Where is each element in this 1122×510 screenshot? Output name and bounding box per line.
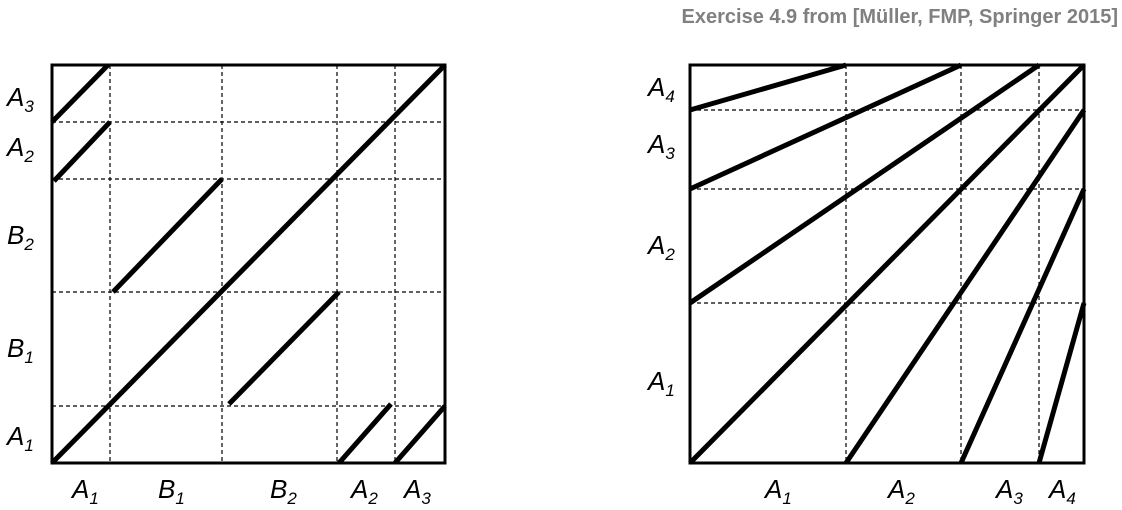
left-x-label-b1: B1 xyxy=(158,474,185,508)
right-y-label-a3: A3 xyxy=(646,129,675,163)
left-y-label-b1: B1 xyxy=(7,333,34,367)
right-y-label-a2: A2 xyxy=(646,230,675,264)
left-x-labels: A1 B1 B2 A2 A3 xyxy=(70,474,431,508)
right-y-labels: A1 A2 A3 A4 xyxy=(646,72,675,400)
right-x-label-a4: A4 xyxy=(1047,474,1076,508)
left-x-label-a2: A2 xyxy=(349,474,378,508)
right-x-labels: A1 A2 A3 A4 xyxy=(763,474,1076,508)
left-x-label-a3: A3 xyxy=(402,474,431,508)
right-grid xyxy=(690,65,1084,463)
left-y-label-a3: A3 xyxy=(5,82,34,116)
left-path-lines xyxy=(50,63,447,465)
right-y-label-a1: A1 xyxy=(646,366,675,400)
left-diagram: A1 B1 B2 A2 A3 A1 B1 B2 A2 A3 xyxy=(5,63,447,508)
figure-caption: Exercise 4.9 from [Müller, FMP, Springer… xyxy=(681,6,1118,28)
right-diagram: A1 A2 A3 A4 A1 A2 A3 A4 xyxy=(646,62,1087,508)
right-path-lines xyxy=(688,62,1087,465)
right-x-label-a1: A1 xyxy=(763,474,792,508)
right-x-label-a3: A3 xyxy=(994,474,1023,508)
left-grid xyxy=(52,65,445,463)
left-y-label-a1: A1 xyxy=(5,421,34,455)
right-y-label-a4: A4 xyxy=(646,72,675,106)
left-x-label-a1: A1 xyxy=(70,474,99,508)
right-frame xyxy=(688,63,1086,465)
left-y-labels: A1 B1 B2 A2 A3 xyxy=(5,82,34,455)
left-frame xyxy=(50,63,447,465)
left-x-label-b2: B2 xyxy=(270,474,297,508)
right-x-label-a2: A2 xyxy=(886,474,915,508)
left-y-label-b2: B2 xyxy=(7,220,34,254)
left-y-label-a2: A2 xyxy=(5,132,34,166)
